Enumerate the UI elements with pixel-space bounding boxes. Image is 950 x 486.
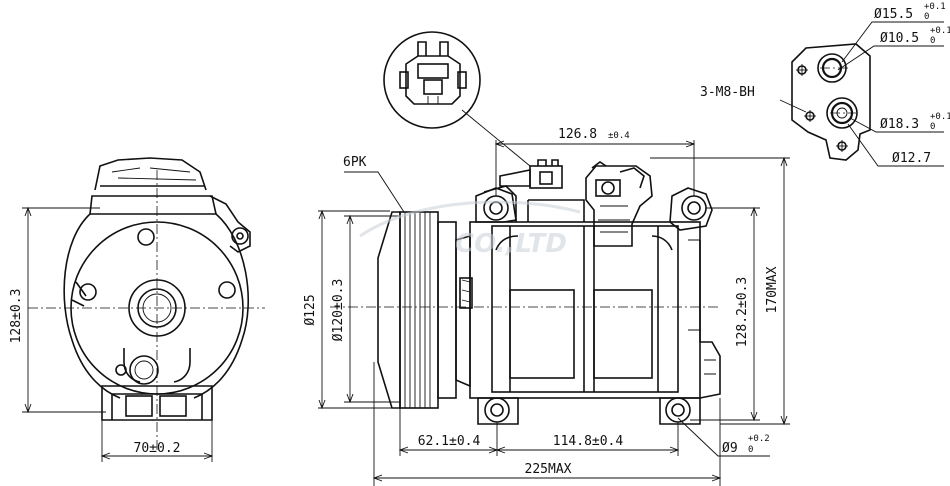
hole-diameter-label: Ø9 [722,441,738,456]
width-dimension-label: 70±0.2 [134,441,181,456]
side-view [318,109,790,486]
hole-tolerance-upper: +0.2 [748,434,770,444]
watermark-swoosh [359,200,581,238]
port3-diameter-label: Ø18.3 [880,117,919,132]
body-diameter-label: Ø120±0.3 [331,279,346,342]
mount-spacing-label: 126.8 [558,127,597,142]
port2-tolerance-lower: 0 [930,36,935,46]
thread-spec-label: 3-M8-BH [700,85,755,100]
port3-tolerance-lower: 0 [930,122,935,132]
port4-diameter-label: Ø12.7 [892,151,931,166]
port1-tolerance-upper: +0.1 [924,2,946,12]
max-length-label: 225MAX [525,462,572,477]
port1-tolerance-lower: 0 [924,12,929,22]
height-dimension-label: 128±0.3 [9,289,24,344]
port3-tolerance-upper: +0.1 [930,112,950,122]
watermark: CO.,LTD [455,229,567,259]
port2-diameter-label: Ø10.5 [880,31,919,46]
port-flange-detail [779,21,944,167]
dim-62-label: 62.1±0.4 [418,434,481,449]
pulley-diameter-label: Ø125 [303,294,318,325]
port2-tolerance-upper: +0.1 [930,26,950,36]
mount-height-label: 128.2±0.3 [735,277,750,347]
pulley-type-label: 6PK [343,155,367,170]
mount-spacing-tolerance: ±0.4 [608,131,630,141]
front-view [22,157,265,462]
port1-diameter-label: Ø15.5 [874,7,913,22]
hole-tolerance-lower: 0 [748,445,753,455]
max-height-label: 170MAX [765,266,780,313]
connector-detail [383,31,481,129]
dim-114-label: 114.8±0.4 [553,434,624,449]
